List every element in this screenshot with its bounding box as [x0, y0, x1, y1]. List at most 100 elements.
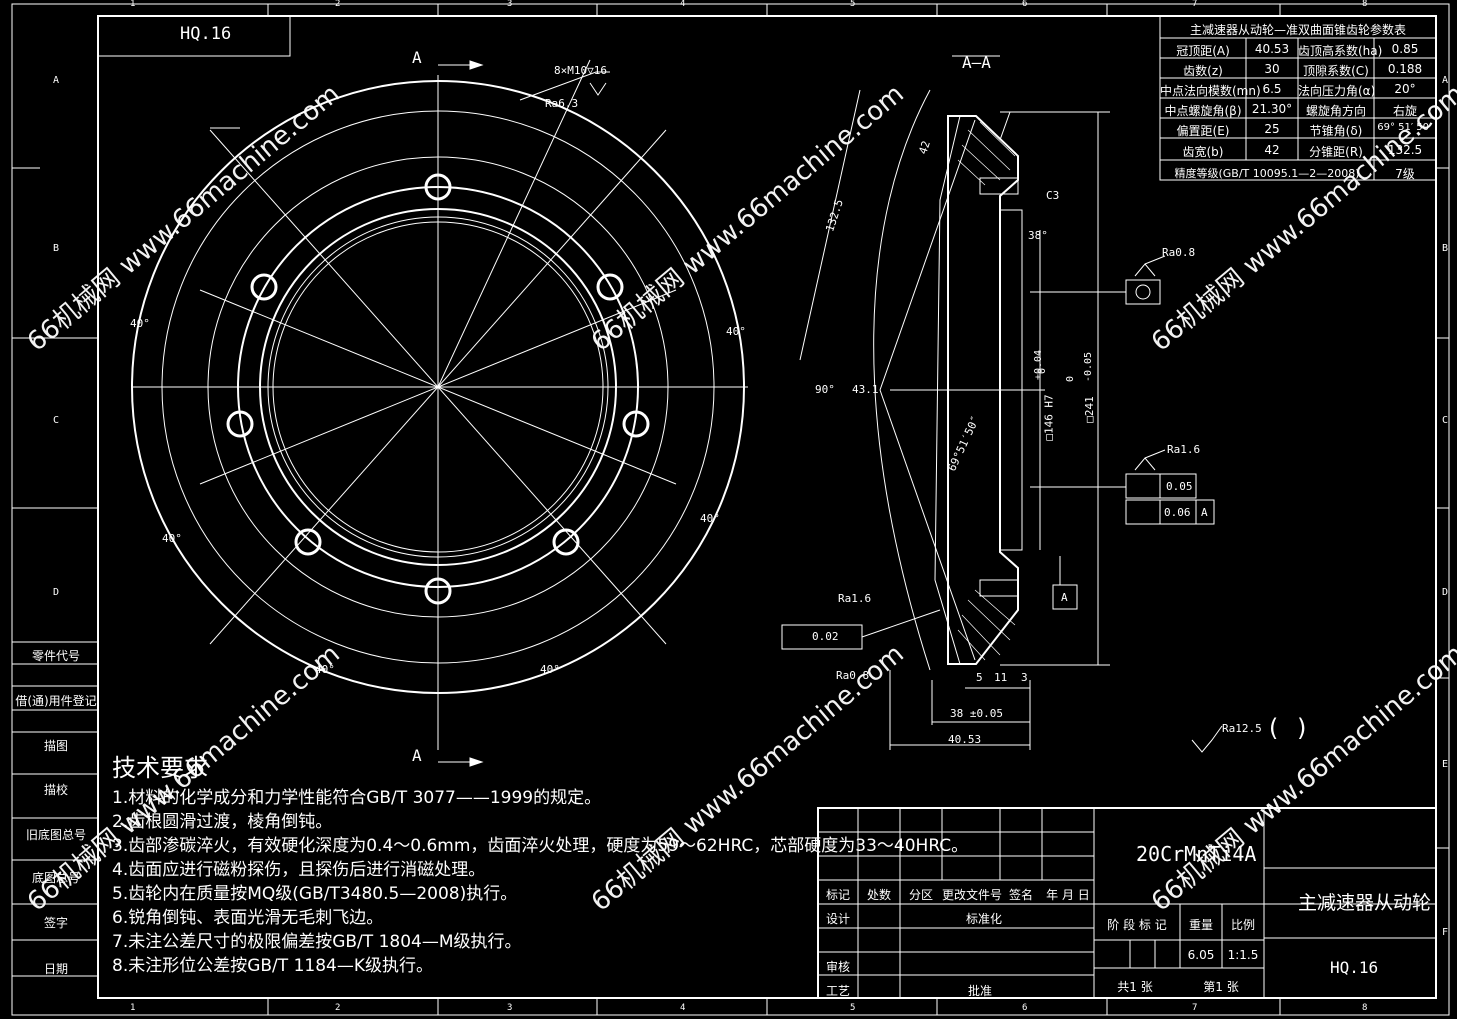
od-dimension: □241: [1082, 396, 1096, 423]
tech-req-2: 2.齿根圆滑过渡，棱角倒钝。: [112, 812, 333, 832]
role-process: 工艺: [825, 984, 850, 998]
code-box: [97, 15, 291, 57]
col-label-2: 2: [335, 0, 341, 9]
angle-label-1: 40°: [130, 317, 150, 330]
param-r3-c4: 20°: [1394, 82, 1416, 96]
param-r5-c4: 69° 51′ 50″: [1377, 122, 1433, 133]
param-r4-c2: 21.30°: [1251, 102, 1293, 116]
roughness-ra16: Ra1.6: [1167, 443, 1201, 456]
rev-header-change-doc: 更改文件号: [942, 888, 1003, 902]
outer-border: [11, 3, 1450, 1016]
param-grade-label: 精度等级(GB/T 10095.1—2—2008): [1174, 167, 1360, 180]
stage-mark: 阶 段 标 记: [1107, 918, 1167, 932]
perp-datum-ref: A: [1201, 506, 1208, 519]
flatness-tolerance: 0.05: [1166, 480, 1193, 493]
rev-header-date: 年 月 日: [1046, 888, 1090, 902]
dim-3: 3: [1021, 671, 1028, 684]
roughness-ra08-left: Ra0.8: [836, 669, 870, 682]
scale-value: 1:1.5: [1227, 948, 1259, 962]
row-label-right-b: B: [1442, 243, 1449, 254]
col-label-bottom-3: 3: [507, 1003, 513, 1013]
col-label-bottom-1: 1: [130, 1003, 136, 1013]
col-label-8: 8: [1362, 0, 1368, 9]
col-label-6: 6: [1022, 0, 1028, 9]
row-label-b: B: [53, 243, 60, 254]
left-sidebar-lines: [12, 641, 98, 977]
dim-43-1: 43.1: [852, 383, 879, 396]
col-label-4: 4: [680, 0, 686, 9]
rev-header-zone: 分区: [908, 888, 933, 902]
role-design: 设计: [825, 912, 850, 926]
part-name: 主减速器从动轮: [1298, 892, 1432, 914]
param-r1-c3: 齿顶高系数(ha): [1298, 44, 1383, 58]
od-tolerance-lower: -0.05: [1083, 351, 1095, 383]
param-r6-c1: 齿宽(b): [1182, 145, 1224, 159]
param-r3-c2: 6.5: [1262, 82, 1282, 96]
drawing-no: HQ.16: [1330, 958, 1379, 977]
sidebar-date: 日期: [43, 962, 68, 976]
param-r2-c3: 顶隙系数(C): [1303, 64, 1369, 78]
angle-label-3: 40°: [162, 532, 182, 545]
col-label-bottom-8: 8: [1362, 1003, 1368, 1013]
tech-req-4: 4.齿面应进行磁粉探伤，且探伤后进行消磁处理。: [112, 860, 486, 880]
angle-90: 90°: [815, 383, 835, 396]
rev-header-count: 处数: [866, 888, 891, 902]
row-label-right-e: E: [1442, 759, 1449, 770]
sidebar-signature: 签字: [43, 916, 68, 930]
sidebar-base-total: 底图总号: [31, 871, 80, 885]
section-mark-bottom: A: [412, 746, 422, 765]
row-label-right-a: A: [1442, 75, 1449, 86]
scale-label: 比例: [1230, 918, 1255, 932]
zone-ticks: [12, 4, 1449, 1015]
sidebar-part-code: 零件代号: [31, 649, 80, 663]
param-r5-c2: 25: [1264, 122, 1280, 136]
title-block-grid: [817, 807, 1437, 999]
datum-a-box: A: [1061, 591, 1068, 604]
dim-38-tol: 38 ±0.05: [950, 707, 1003, 720]
row-label-d: D: [53, 587, 60, 598]
tech-req-5: 5.齿轮内在质量按MQ级(GB/T3480.5—2008)执行。: [112, 884, 518, 904]
param-r2-c2: 30: [1264, 62, 1280, 76]
sidebar-old-base: 旧底图总号: [25, 828, 86, 842]
runout-tolerance: 0.02: [812, 630, 839, 643]
param-r3-c3: 法向压力角(α): [1298, 84, 1376, 98]
row-label-right-f: F: [1442, 927, 1449, 938]
holes-callout: 8×M10▽16: [554, 64, 607, 77]
tech-req-heading: 技术要求: [112, 754, 208, 782]
bore-dimension: □146 H7: [1042, 394, 1056, 441]
weight-value: 6.05: [1187, 948, 1215, 962]
row-label-c: C: [53, 415, 60, 426]
tech-req-7: 7.未注公差尺寸的极限偏差按GB/T 1804—M级执行。: [112, 932, 522, 952]
angle-label-4: 40°: [700, 512, 720, 525]
roughness-ra16-left: Ra1.6: [838, 592, 872, 605]
material-name: 20CrMnTi4A: [1136, 842, 1257, 866]
sheet-number: 第1 张: [1203, 980, 1239, 994]
col-label-3: 3: [507, 0, 513, 9]
param-r6-c4: 132.5: [1387, 143, 1423, 157]
param-r6-c3: 分锥距(R): [1309, 145, 1363, 159]
general-roughness: Ra12.5: [1222, 722, 1262, 735]
param-r1-c4: 0.85: [1391, 42, 1419, 56]
front-view: [131, 59, 748, 767]
param-r5-c3: 节锥角(δ): [1309, 124, 1363, 138]
col-label-bottom-7: 7: [1192, 1003, 1198, 1013]
param-table-title: 主减速器从动轮—准双曲面锥齿轮参数表: [1189, 23, 1406, 37]
param-table-grid: [1159, 15, 1437, 181]
angle-label-6: 40°: [540, 663, 560, 676]
front-roughness: Ra6.3: [545, 97, 579, 110]
param-r4-c1: 中点螺旋角(β): [1164, 104, 1242, 118]
chamfer-c3: C3: [1046, 189, 1060, 202]
perpendicularity-tolerance: 0.06: [1164, 506, 1191, 519]
drawing-code-top: HQ.16: [180, 24, 232, 44]
weight-label: 重量: [1188, 918, 1213, 932]
param-r4-c4: 右旋: [1392, 104, 1417, 118]
col-label-bottom-4: 4: [680, 1003, 686, 1013]
approval: 批准: [967, 984, 992, 998]
param-r2-c1: 齿数(z): [1183, 64, 1223, 78]
angle-38: 38°: [1028, 229, 1048, 242]
sheets-total: 共1 张: [1117, 980, 1153, 994]
section-view-title: A—A: [962, 53, 991, 72]
od-tolerance-upper: 0: [1065, 375, 1077, 383]
param-r1-c2: 40.53: [1254, 42, 1290, 56]
bore-tolerance-upper: +0.04: [1033, 349, 1045, 381]
